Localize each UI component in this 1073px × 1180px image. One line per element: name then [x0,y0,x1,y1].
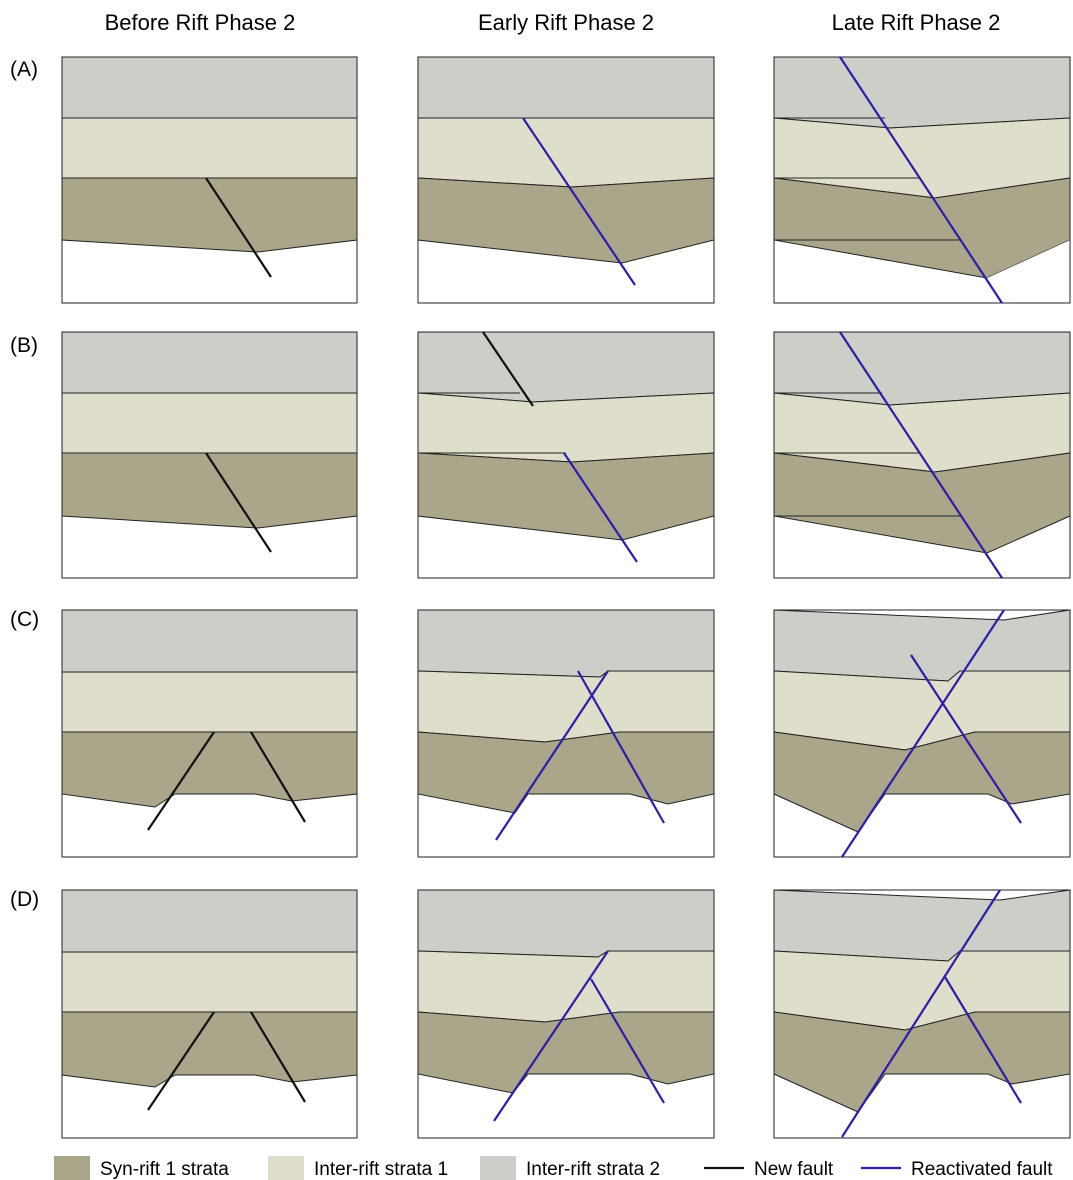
inter-rift-2-layer [61,609,358,673]
panel-a-before [61,56,358,304]
syn-rift-1-layer [773,1011,1071,1113]
column-title-early: Early Rift Phase 2 [478,10,654,35]
inter-rift-2-layer [773,56,1071,129]
new-fault [250,1011,306,1103]
row-label-a: (A) [10,58,38,81]
new-fault [205,452,272,553]
panel-frame [417,889,715,1139]
legend-swatch-inter-rift-2 [480,1156,516,1180]
panel-c-before [61,609,358,858]
panel-frame [61,56,358,304]
legend: Syn-rift 1 strata Inter-rift strata 1 In… [54,1156,1053,1180]
panel-frame [417,609,715,858]
panel-frame [61,331,358,579]
panel-d-late [773,889,1071,1139]
inter-rift-2-layer [773,889,1071,962]
legend-label-new-fault: New fault [754,1159,834,1180]
panel-a-early [417,56,715,304]
panel-b-before [61,331,358,579]
new-fault [250,731,306,823]
row-label-d: (D) [10,888,39,911]
reactivated-fault [944,976,1022,1104]
panel-frame [773,609,1071,858]
inter-rift-2-layer [417,609,715,678]
basement-hangingwall [987,240,1070,303]
panel-frame [417,56,715,304]
reactivated-fault [522,117,636,286]
inter-rift-2-layer [417,331,715,403]
reactivated-fault [590,978,665,1104]
legend-swatch-syn-rift-1 [54,1156,90,1180]
syn-rift-1-layer [417,1011,715,1094]
syn-rift-1-layer [773,731,1071,833]
reactivated-fault [563,452,638,563]
inter-rift-2-layer [61,331,358,394]
reactivated-fault [493,950,609,1122]
column-title-before: Before Rift Phase 2 [105,10,296,35]
inter-rift-1-layer [61,951,358,1013]
legend-swatch-inter-rift-1 [268,1156,304,1180]
panel-d-before [61,889,358,1139]
row-label-c: (C) [10,608,39,631]
legend-label-reactivated-fault: Reactivated fault [911,1159,1053,1180]
inter-rift-2-layer [417,889,715,958]
inter-rift-1-layer [417,392,715,463]
panel-c-late [773,609,1071,858]
panel-frame [773,889,1071,1139]
panel-c-early [417,609,715,858]
panel-frame [417,331,715,579]
reactivated-fault [495,670,609,841]
reactivated-fault [910,654,1022,824]
new-fault [147,1011,215,1111]
inter-rift-1-layer [417,117,715,188]
syn-rift-1-layer [61,177,358,253]
reactivated-fault [839,56,1003,304]
syn-rift-1-layer [61,452,358,529]
inter-rift-1-layer [61,392,358,454]
new-fault [482,331,534,407]
row-label-b: (B) [10,334,38,357]
inter-rift-2-layer [773,331,1071,406]
reactivated-fault [841,889,1001,1138]
panel-b-late [773,331,1071,579]
reactivated-fault [577,670,665,824]
inter-rift-2-layer [417,56,715,119]
new-fault [147,731,215,831]
panel-d-early [417,889,715,1139]
reactivated-fault [839,331,1003,579]
syn-rift-1-layer [417,731,715,814]
panel-b-early [417,331,715,579]
panel-frame [773,56,1071,304]
legend-label-syn-rift-1: Syn-rift 1 strata [100,1159,229,1180]
new-fault [205,177,272,278]
panel-frame [61,889,358,1139]
inter-rift-1-layer [61,117,358,179]
inter-rift-1-layer [417,670,715,743]
legend-label-inter-rift-1: Inter-rift strata 1 [314,1159,448,1180]
column-title-late: Late Rift Phase 2 [832,10,1001,35]
panel-a-late [773,56,1071,304]
inter-rift-1-layer [417,950,715,1023]
panel-frame [773,331,1071,579]
panel-frame [61,609,358,858]
inter-rift-2-layer [61,889,358,953]
reactivated-fault [841,609,1005,858]
legend-label-inter-rift-2: Inter-rift strata 2 [526,1159,660,1180]
inter-rift-2-layer [61,56,358,119]
inter-rift-1-layer [61,671,358,733]
